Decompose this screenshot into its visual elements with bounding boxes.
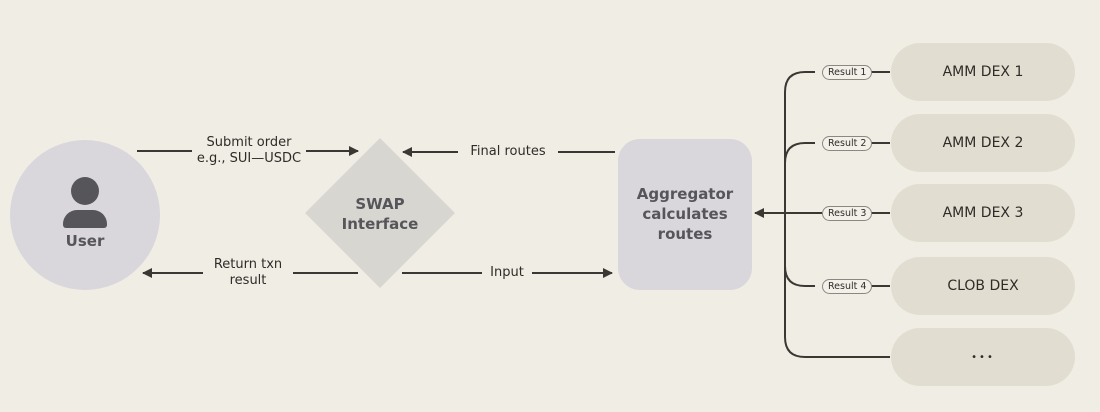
user-label: User xyxy=(65,232,105,250)
dex-node: AMM DEX 2 xyxy=(891,114,1075,172)
submit-order-line1: Submit order xyxy=(206,135,292,150)
aggregator-label-line2: calculates xyxy=(642,205,728,223)
aggregator-label-line3: routes xyxy=(657,225,713,243)
aggregator-label: Aggregator calculates routes xyxy=(618,184,752,244)
user-icon-head xyxy=(71,177,99,205)
result-label: Result 1 xyxy=(822,65,873,80)
return-txn-label: Return txn result xyxy=(203,257,293,289)
swap-interface-label: SWAP Interface xyxy=(320,194,440,234)
result-trunk xyxy=(784,71,890,358)
result-label: Result 4 xyxy=(822,279,873,294)
dex-node: AMM DEX 3 xyxy=(891,184,1075,242)
final-routes-label: Final routes xyxy=(458,144,558,160)
submit-order-label: Submit order e.g., SUI—USDC xyxy=(192,135,306,167)
aggregator-node xyxy=(618,139,752,290)
return-txn-line1: Return txn xyxy=(213,257,283,272)
aggregator-label-line1: Aggregator xyxy=(636,185,734,203)
swap-label-line1: SWAP xyxy=(355,195,405,213)
result-label: Result 2 xyxy=(822,136,873,151)
dex-node: CLOB DEX xyxy=(891,257,1075,315)
result-label: Result 3 xyxy=(822,206,873,221)
input-label: Input xyxy=(482,265,532,281)
dex-node: AMM DEX 1 xyxy=(891,43,1075,101)
submit-order-line2: e.g., SUI—USDC xyxy=(196,151,302,166)
return-txn-line2: result xyxy=(229,273,267,288)
swap-label-line2: Interface xyxy=(341,215,419,233)
user-icon xyxy=(63,210,107,228)
dex-node-more: ••• xyxy=(891,328,1075,386)
